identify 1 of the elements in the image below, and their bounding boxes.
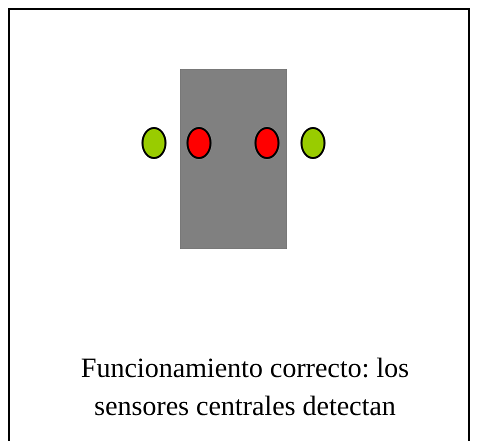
caption-text: Funcionamiento correcto: los sensores centrales detectan	[80, 352, 410, 424]
